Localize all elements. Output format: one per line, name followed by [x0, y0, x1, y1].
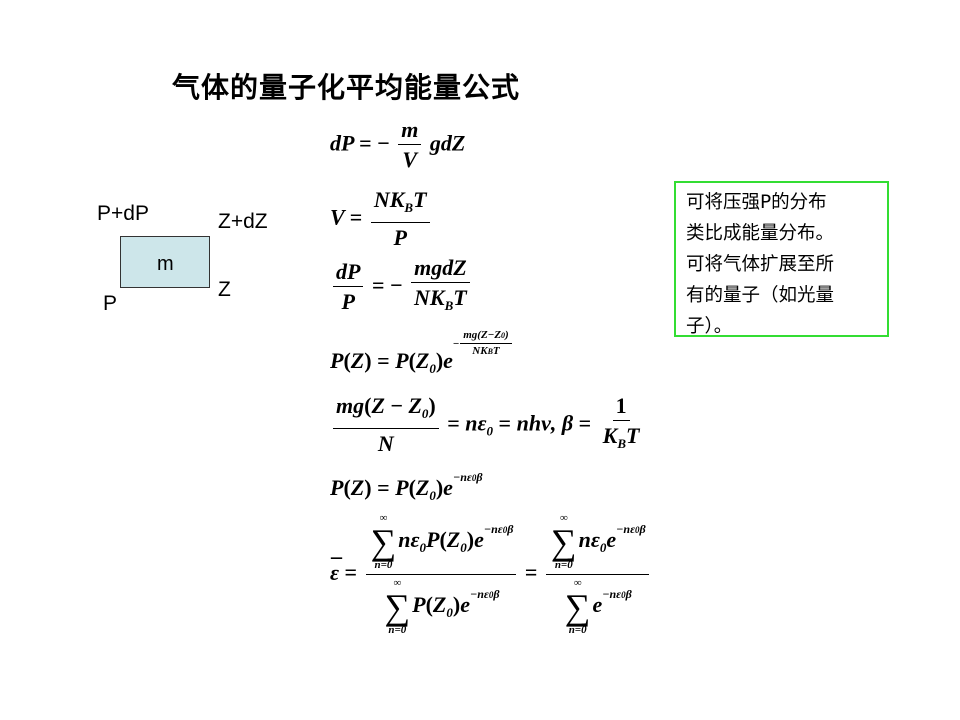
label-p: P: [103, 292, 118, 315]
note-line: 子）。: [686, 316, 733, 337]
gas-slab-box: m: [120, 236, 210, 288]
label-z: Z: [218, 278, 231, 301]
mass-label: m: [157, 253, 174, 275]
note-box: 可将压强P的分布 类比成能量分布。 可将气体扩展至所 有的量子（如光量 子）。: [674, 181, 889, 337]
equation-4: P(Z) = P(Z0)e−mg(Z−Z0)NKBT: [330, 328, 513, 377]
slide-title: 气体的量子化平均能量公式: [172, 71, 521, 104]
note-line: 有的量子（如光量: [686, 285, 835, 306]
label-z-plus-dz: Z+dZ: [218, 210, 268, 233]
note-line: 可将压强P的分布: [686, 192, 827, 213]
equation-6: P(Z) = P(Z0)e−nε0β: [330, 470, 483, 503]
label-p-plus-dp: P+dP: [97, 202, 149, 225]
note-line: 类比成能量分布。: [686, 223, 835, 244]
note-line: 可将气体扩展至所: [686, 254, 835, 275]
